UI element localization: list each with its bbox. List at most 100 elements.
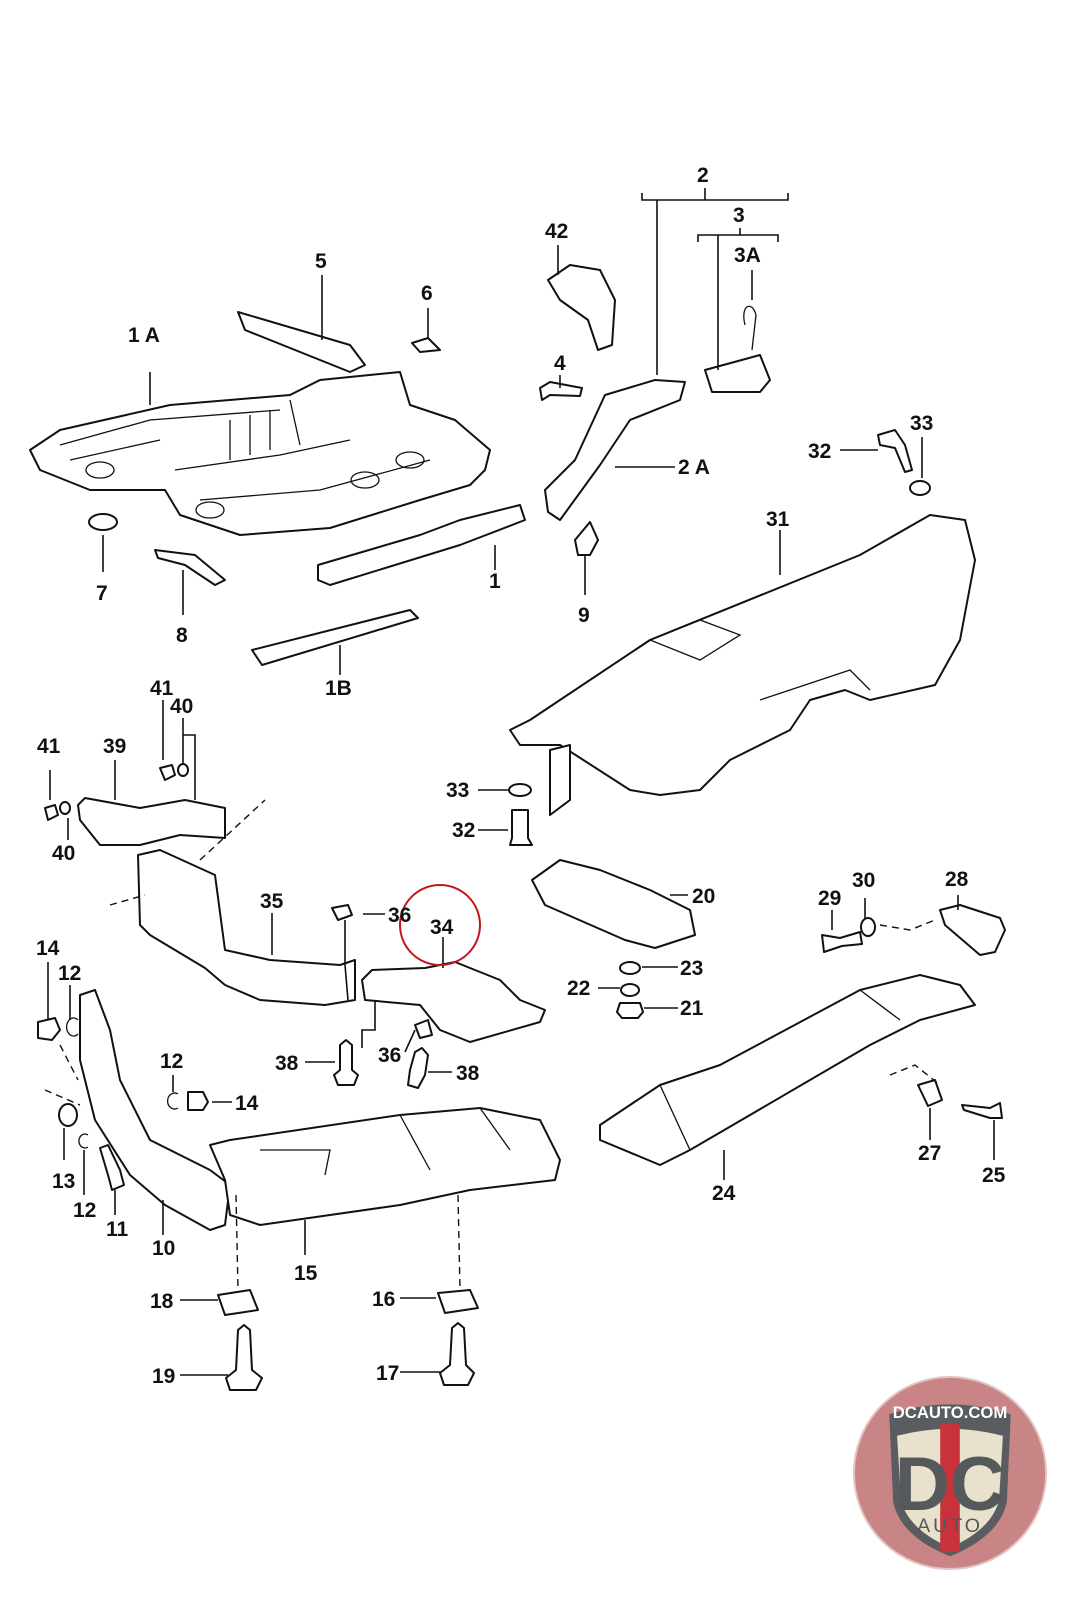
- washer-part-40-left[interactable]: [59, 801, 71, 815]
- dcauto-logo: DCAUTO.COM DC AUTO: [852, 1375, 1048, 1571]
- part-labels: 1 A 1 1B 2 2 A 3 3A 4 5 6 7 8 9 10 11 12…: [36, 164, 1006, 1388]
- shield-part-10[interactable]: [79, 989, 231, 1231]
- label-12-b: 12: [160, 1050, 183, 1073]
- label-30: 30: [852, 869, 875, 892]
- label-15: 15: [294, 1262, 318, 1285]
- washer-part-23[interactable]: [619, 961, 641, 975]
- shield-part-24[interactable]: [599, 974, 976, 1166]
- nut-part-41-top[interactable]: [159, 764, 176, 781]
- label-11: 11: [106, 1218, 129, 1241]
- clip-part-9[interactable]: [574, 521, 599, 556]
- logo-top-text: DCAUTO.COM: [893, 1403, 1007, 1422]
- clip-part-12-lower[interactable]: [78, 1133, 89, 1149]
- rail-part-1B[interactable]: [251, 609, 419, 666]
- sill-part-1[interactable]: [317, 504, 526, 586]
- label-25: 25: [982, 1164, 1006, 1187]
- bolt-part-29[interactable]: [821, 931, 863, 953]
- bracket-part-6[interactable]: [411, 337, 441, 353]
- label-32-top: 32: [808, 440, 831, 463]
- label-23: 23: [680, 957, 703, 980]
- screw-part-38-left[interactable]: [333, 1039, 359, 1086]
- label-2: 2: [697, 164, 709, 187]
- shield-part-20[interactable]: [531, 859, 696, 949]
- screw-part-19[interactable]: [225, 1324, 263, 1391]
- label-42: 42: [545, 220, 568, 243]
- label-40-a: 40: [170, 695, 193, 718]
- label-33-top: 33: [910, 412, 933, 435]
- nut-part-14-mid[interactable]: [187, 1091, 209, 1111]
- label-8: 8: [176, 624, 188, 647]
- heat-shield-part-34[interactable]: [361, 961, 546, 1043]
- leader-lines: [44, 188, 995, 1376]
- label-9: 9: [578, 604, 590, 627]
- label-13: 13: [52, 1170, 75, 1193]
- bolt-part-32-top[interactable]: [877, 429, 913, 473]
- bracket-part-39[interactable]: [77, 797, 226, 846]
- label-38-b: 38: [456, 1062, 480, 1085]
- label-34[interactable]: 34: [430, 916, 454, 939]
- nut-part-21[interactable]: [616, 1002, 644, 1019]
- washer-part-22[interactable]: [620, 983, 640, 997]
- plug-part-7[interactable]: [88, 513, 118, 531]
- label-14-a: 14: [36, 937, 60, 960]
- label-41-b: 41: [37, 735, 61, 758]
- washer-part-40-top[interactable]: [177, 763, 189, 777]
- nut-part-41-left[interactable]: [44, 804, 59, 821]
- clip-nut-part-27[interactable]: [917, 1079, 943, 1107]
- washer-part-33-lower[interactable]: [508, 783, 532, 797]
- washer-part-13[interactable]: [58, 1103, 78, 1127]
- label-4: 4: [554, 352, 566, 375]
- clip-nut-part-16[interactable]: [437, 1289, 479, 1314]
- bracket-part-28[interactable]: [939, 904, 1006, 956]
- label-1: 1: [489, 570, 501, 593]
- label-3: 3: [733, 204, 745, 227]
- bolt-part-11[interactable]: [99, 1144, 125, 1191]
- washer-part-30[interactable]: [860, 917, 876, 937]
- label-33-lower: 33: [446, 779, 469, 802]
- bolt-part-4[interactable]: [539, 381, 583, 401]
- floor-pan-part-1A[interactable]: [29, 371, 491, 536]
- label-1B: 1B: [325, 677, 352, 700]
- clip-part-36-top[interactable]: [331, 904, 353, 921]
- screw-part-17[interactable]: [439, 1322, 475, 1386]
- clip-part-3A[interactable]: [743, 305, 757, 351]
- crossmember-part-5[interactable]: [237, 311, 366, 373]
- logo-main-text: DC: [895, 1442, 1005, 1527]
- label-18: 18: [150, 1290, 174, 1313]
- washer-part-33-top[interactable]: [909, 480, 931, 496]
- bracket-part-3[interactable]: [704, 354, 771, 393]
- label-41-a: 41: [150, 677, 174, 700]
- bracket-shield-31[interactable]: [549, 744, 571, 816]
- label-20: 20: [692, 885, 715, 908]
- label-31: 31: [766, 508, 790, 531]
- screw-part-25[interactable]: [961, 1102, 1003, 1119]
- bolt-part-32-lower[interactable]: [509, 809, 533, 846]
- clip-part-36-lower[interactable]: [414, 1019, 433, 1039]
- nut-part-14-left[interactable]: [37, 1017, 61, 1041]
- label-7: 7: [96, 582, 108, 605]
- screw-part-38-right[interactable]: [407, 1047, 429, 1089]
- clip-part-12-left[interactable]: [66, 1017, 79, 1037]
- label-35: 35: [260, 890, 284, 913]
- bracket-part-42[interactable]: [547, 264, 616, 351]
- label-5: 5: [315, 250, 327, 273]
- label-32-lower: 32: [452, 819, 475, 842]
- heat-shield-part-31[interactable]: [509, 514, 976, 796]
- label-16: 16: [372, 1288, 395, 1311]
- clip-part-12-mid[interactable]: [167, 1092, 179, 1110]
- shield-part-15[interactable]: [209, 1107, 561, 1226]
- label-28: 28: [945, 868, 969, 891]
- label-22: 22: [567, 977, 590, 1000]
- label-39: 39: [103, 735, 126, 758]
- label-3A: 3A: [734, 244, 761, 267]
- label-12-c: 12: [73, 1199, 96, 1222]
- clip-nut-part-18[interactable]: [217, 1289, 259, 1316]
- label-12-a: 12: [58, 962, 81, 985]
- label-1A: 1 A: [128, 324, 160, 347]
- label-27: 27: [918, 1142, 941, 1165]
- longitudinal-part-2A[interactable]: [544, 379, 686, 521]
- shield-part-35[interactable]: [137, 849, 356, 1006]
- bracket-part-8[interactable]: [154, 549, 226, 586]
- label-40-b: 40: [52, 842, 75, 865]
